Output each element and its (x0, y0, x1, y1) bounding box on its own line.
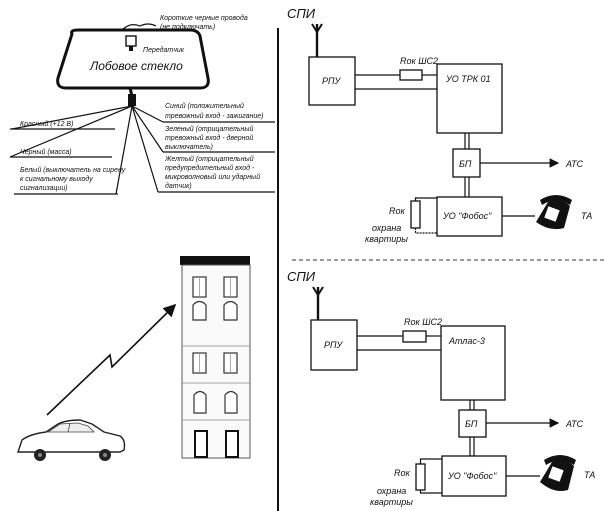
yellow-wire-label-4: датчик) (165, 182, 192, 190)
wire-bundle (128, 94, 136, 106)
rok-label-top: Rок (389, 206, 406, 216)
guard-label-bottom-1: охрана (377, 486, 406, 496)
device-label-bottom: Атлас-3 (448, 336, 485, 346)
guard-label-bottom-2: квартиры (370, 497, 413, 507)
exchange-label-bottom: АТС (565, 419, 584, 429)
phone-icon-top (536, 195, 572, 230)
white-wire-label-3: сигнализации) (20, 185, 68, 192)
black-wire-label: Черный (масса) (20, 148, 72, 156)
resistor-bottom (402, 330, 427, 343)
phone-label-bottom: ТА (584, 470, 595, 480)
yellow-wire-label-1: Желтый (отрицательный (164, 155, 254, 163)
windshield-label: Лобовое стекло (89, 59, 183, 73)
resistor-top (399, 69, 423, 81)
radio-signal-arrow (46, 303, 177, 416)
device-box-bottom (440, 325, 506, 401)
resistor-label-bottom: Rок ШС2 (404, 317, 442, 327)
device-label-top: УО ТРК 01 (445, 74, 491, 84)
yellow-wire-label-3: микроволновый или ударный (165, 173, 260, 181)
yellow-wire-label-2: предупредительный вход - (165, 164, 255, 172)
device-box-top (436, 63, 503, 134)
receiver-label-top: РПУ (322, 76, 342, 86)
phone-label-top: ТА (581, 211, 592, 221)
fobos-box-top (436, 196, 503, 237)
antenna-icon-top (311, 23, 323, 57)
receiver-box-bottom (310, 319, 358, 371)
short-wires-label-1: Короткие черные провода (160, 14, 248, 22)
guard-label-top-1: охрана (372, 223, 401, 233)
antenna-label-bottom: СПИ (287, 269, 316, 284)
receiver-box-top (308, 56, 356, 106)
power-label-bottom: БП (465, 419, 478, 429)
white-wire-label-1: Белый (выключатель на сирену (20, 166, 126, 174)
scheme-bottom: СПИ РПУ Rок ШС2 Атлас-3 БП АТС УО "Фобос… (287, 269, 595, 507)
fobos-label-bottom: УО "Фобос" (447, 471, 497, 481)
windshield-installation: Короткие черные провода (не подключать) … (9, 14, 275, 195)
rok-resistor-bottom (415, 463, 426, 491)
fobos-label-top: УО "Фобос" (442, 211, 492, 221)
blue-wire-label-2: тревожный вход - зажигание) (165, 112, 264, 120)
rok-resistor-top (410, 200, 421, 229)
green-wire-label-1: Зеленый (отрицательный (165, 125, 253, 133)
windshield-outline (56, 28, 210, 90)
transmitter-icon (125, 35, 137, 47)
exchange-label-top: АТС (565, 159, 584, 169)
green-wire-label-3: выключатель) (165, 144, 213, 151)
receiver-label-bottom: РПУ (324, 340, 344, 350)
short-wires-label-2: (не подключать) (160, 23, 215, 31)
white-wire-label-2: к сигнальному выходу (20, 175, 93, 183)
transmitter-label: Передатчик (143, 46, 185, 54)
rok-label-bottom: Rок (394, 468, 411, 478)
scheme-top: СПИ РПУ Rок ШС2 УО ТРК 01 БП АТС УО "Фоб… (287, 6, 592, 244)
power-box-top (452, 148, 481, 178)
car-icon (17, 419, 126, 461)
short-wires (121, 23, 157, 31)
antenna-label-top: СПИ (287, 6, 316, 21)
power-label-top: БП (459, 159, 472, 169)
resistor-label-top: Rок ШС2 (400, 56, 438, 66)
blue-wire-label-1: Синий (положительный (165, 102, 244, 110)
wire-fan (9, 105, 275, 195)
fobos-box-bottom (441, 455, 507, 497)
green-wire-label-2: тревожный вход - дверной (165, 134, 253, 142)
phone-icon-bottom (540, 455, 576, 491)
guard-label-top-2: квартиры (365, 234, 408, 244)
building-icon (180, 256, 251, 459)
red-wire-label: Красный (+12 В) (20, 120, 73, 128)
antenna-icon-bottom (312, 286, 324, 320)
